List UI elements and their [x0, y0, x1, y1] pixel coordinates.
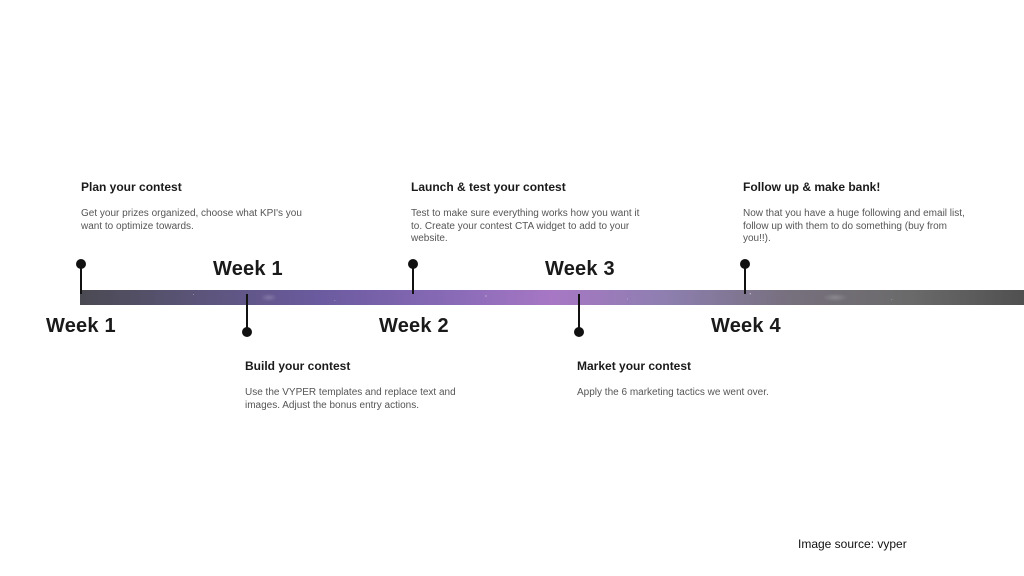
milestone-follow-up: Follow up & make bank! Now that you have… [743, 180, 975, 246]
milestone-description: Apply the 6 marketing tactics we went ov… [577, 387, 769, 398]
week-label-upper: Week 3 [545, 258, 615, 280]
milestone-description: Use the VYPER templates and replace text… [245, 387, 456, 411]
week-label-lower: Week 2 [379, 315, 449, 337]
milestone-description: Test to make sure everything works how y… [411, 208, 640, 244]
milestone-dot [408, 259, 418, 269]
milestone-plan: Plan your contest Get your prizes organi… [81, 180, 311, 233]
milestone-title: Market your contest [577, 359, 692, 373]
milestone-stem [246, 294, 248, 330]
milestone-stem [412, 264, 414, 294]
milestone-stem [744, 264, 746, 294]
milestone-market: Market your contest Apply the 6 marketin… [577, 359, 817, 400]
milestone-dot [242, 327, 252, 337]
milestone-title: Plan your contest [81, 180, 182, 194]
milestone-build: Build your contest Use the VYPER templat… [245, 359, 465, 412]
milestone-description: Get your prizes organized, choose what K… [81, 208, 302, 232]
milestone-launch: Launch & test your contest Test to make … [411, 180, 651, 246]
milestone-dot [574, 327, 584, 337]
milestone-dot [76, 259, 86, 269]
week-label-upper: Week 1 [213, 258, 283, 280]
milestone-title: Follow up & make bank! [743, 180, 881, 194]
timeline-bar [80, 290, 1024, 305]
week-label-lower: Week 4 [711, 315, 781, 337]
milestone-description: Now that you have a huge following and e… [743, 208, 965, 244]
milestone-stem [80, 264, 82, 294]
week-label-lower: Week 1 [46, 315, 116, 337]
milestone-dot [740, 259, 750, 269]
milestone-title: Build your contest [245, 359, 351, 373]
milestone-title: Launch & test your contest [411, 180, 566, 194]
milestone-stem [578, 294, 580, 330]
image-source-caption: Image source: vyper [798, 537, 907, 551]
